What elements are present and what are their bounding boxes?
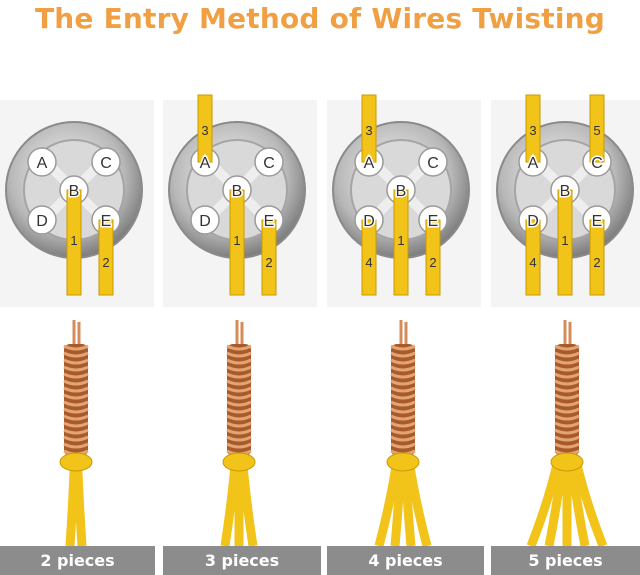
wire xyxy=(66,189,82,296)
hole-label: B xyxy=(69,183,80,200)
wire xyxy=(361,94,377,163)
wire-number: 1 xyxy=(70,233,77,248)
hole-label: C xyxy=(591,155,603,172)
hole-label: A xyxy=(37,155,48,172)
hole-label: A xyxy=(200,155,211,172)
wire-number: 2 xyxy=(102,255,109,270)
caption-3-pieces: 3 pieces xyxy=(163,546,321,575)
wire xyxy=(261,219,277,296)
wire-number: 3 xyxy=(201,123,208,138)
hole-label: C xyxy=(100,155,112,172)
connector-diagram: 1 2 3A C B D E xyxy=(168,94,306,296)
connector-panel: 1 2 3 4 A C B D E xyxy=(327,94,481,307)
hole-label: C xyxy=(427,155,439,172)
twisted-wire-image xyxy=(327,310,481,548)
wire-number: 1 xyxy=(397,233,404,248)
hole-label: E xyxy=(428,213,439,230)
wire xyxy=(425,219,441,296)
wire-number: 5 xyxy=(593,123,600,138)
hole-label: B xyxy=(396,183,407,200)
wire-number: 4 xyxy=(365,255,372,270)
wire xyxy=(197,94,213,163)
wire xyxy=(229,189,245,296)
hole-label: E xyxy=(264,213,275,230)
connector-diagram: 1 2 3 4 A C B D E xyxy=(332,94,470,296)
wire xyxy=(589,219,605,296)
hole-label: D xyxy=(36,213,48,230)
twisted-wire-image xyxy=(163,310,317,547)
wire-number: 2 xyxy=(429,255,436,270)
hole-label: A xyxy=(528,155,539,172)
wire xyxy=(589,94,605,163)
wire xyxy=(525,219,541,296)
hole-label: B xyxy=(232,183,243,200)
wire-number: 2 xyxy=(593,255,600,270)
wire-number: 4 xyxy=(529,255,536,270)
twisted-wire-image xyxy=(491,310,640,548)
hole-c xyxy=(418,147,448,177)
wire xyxy=(98,219,114,296)
wire xyxy=(361,219,377,296)
twisted-wire-image xyxy=(0,310,154,547)
caption-2-pieces: 2 pieces xyxy=(0,546,155,575)
hole-d xyxy=(190,205,220,235)
hole-label: E xyxy=(101,213,112,230)
wire xyxy=(525,94,541,163)
hole-d xyxy=(27,205,57,235)
wire-number: 1 xyxy=(561,233,568,248)
caption-4-pieces: 4 pieces xyxy=(327,546,484,575)
connector-panel: 1 2 A C B D E xyxy=(0,100,154,307)
hole-label: D xyxy=(363,213,375,230)
hole-label: A xyxy=(364,155,375,172)
hole-a xyxy=(27,147,57,177)
page-title: The Entry Method of Wires Twisting xyxy=(35,2,605,35)
wire-number: 2 xyxy=(265,255,272,270)
connector-diagram: 1 2 A C B D E xyxy=(5,121,143,296)
wire-number: 3 xyxy=(365,123,372,138)
hole-label: D xyxy=(527,213,539,230)
hole-label: E xyxy=(592,213,603,230)
hole-label: B xyxy=(560,183,571,200)
wire xyxy=(557,189,573,296)
hole-c xyxy=(91,147,121,177)
hole-label: D xyxy=(199,213,211,230)
connector-diagram: 1 2 3 4 5A C B D E xyxy=(496,94,634,296)
wire-number: 3 xyxy=(529,123,536,138)
hole-c xyxy=(254,147,284,177)
hole-label: C xyxy=(263,155,275,172)
wire-number: 1 xyxy=(233,233,240,248)
wire xyxy=(393,189,409,296)
caption-5-pieces: 5 pieces xyxy=(491,546,640,575)
